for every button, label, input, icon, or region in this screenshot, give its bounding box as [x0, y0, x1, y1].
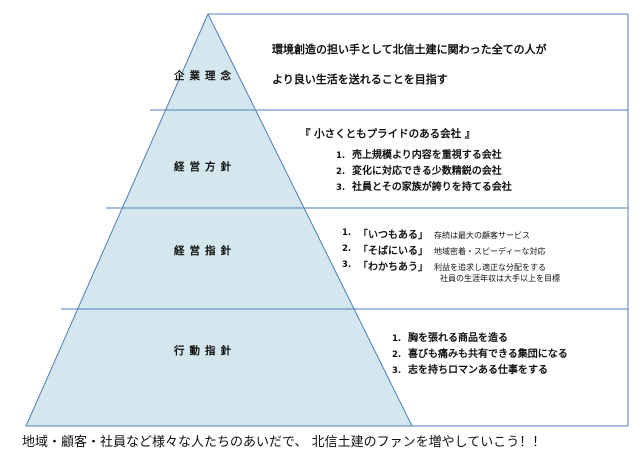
list-item: 1.「いつもある」存続は最大の顧客サービス [342, 228, 530, 241]
guideline-desc-1: 存続は最大の顧客サービス [434, 231, 530, 240]
tier-label-philosophy: 企業理念 [174, 70, 236, 82]
tier-label-policy: 経営方針 [174, 161, 236, 173]
policy-item-2: 変化に対応できる少数精鋭の会社 [352, 166, 502, 177]
tier-label-guidelines: 経営指針 [174, 245, 236, 257]
conduct-list: 1.胸を張れる商品を造る 2.喜びも痛みも共有できる集団になる 3.志を持ちロマ… [392, 331, 568, 379]
guidelines-list: 1.「いつもある」存続は最大の顧客サービス 2.「そばにいる」地域密着・スピーデ… [342, 225, 546, 273]
conduct-item-2: 喜びも痛みも共有できる集団になる [408, 349, 568, 360]
conduct-item-3: 志を持ちロマンある仕事をする [408, 365, 548, 376]
list-item: 3.社員とその家族が誇りを持てる会社 [336, 182, 512, 193]
guideline-head-3: 「わかちあう」 [358, 262, 428, 273]
list-item: 2.変化に対応できる少数精鋭の会社 [336, 166, 502, 177]
list-item: 1.胸を張れる商品を造る [392, 333, 508, 344]
guideline-desc-3: 利益を追求し適正な分配をする [434, 263, 546, 272]
list-item: 2.喜びも痛みも共有できる集団になる [392, 349, 568, 360]
guideline-head-2: 「そばにいる」 [358, 246, 428, 257]
philosophy-line-1: 環境創造の担い手として北信土建に関わった全ての人が [272, 43, 547, 56]
list-item: 3.「わかちあう」利益を追求し適正な分配をする [342, 260, 546, 273]
philosophy-line-2: より良い生活を送れることを目指す [272, 73, 448, 86]
guideline-head-1: 「いつもある」 [358, 230, 428, 241]
policy-item-3: 社員とその家族が誇りを持てる会社 [352, 182, 512, 193]
policy-motto: 『 小さくともプライドのある会社 』 [300, 128, 476, 140]
policy-list: 1.売上規模より内容を重視する会社 2.変化に対応できる少数精鋭の会社 3.社員… [336, 148, 512, 196]
list-item: 3.志を持ちロマンある仕事をする [392, 365, 548, 376]
policy-item-1: 売上規模より内容を重視する会社 [352, 150, 502, 161]
conduct-item-1: 胸を張れる商品を造る [408, 333, 508, 344]
guideline-desc-2: 地域密着・スピーディーな対応 [434, 247, 546, 256]
list-item: 1.売上規模より内容を重視する会社 [336, 150, 502, 161]
list-item: 2.「そばにいる」地域密着・スピーディーな対応 [342, 244, 546, 257]
footer-slogan: 地域・顧客・社員など様々な人たちのあいだで、 北信土建のファンを増やしていこう！… [22, 435, 546, 450]
guideline-extra: 社員の生涯年収は大手以上を目標 [440, 274, 560, 283]
tier-label-conduct: 行動指針 [174, 345, 236, 357]
